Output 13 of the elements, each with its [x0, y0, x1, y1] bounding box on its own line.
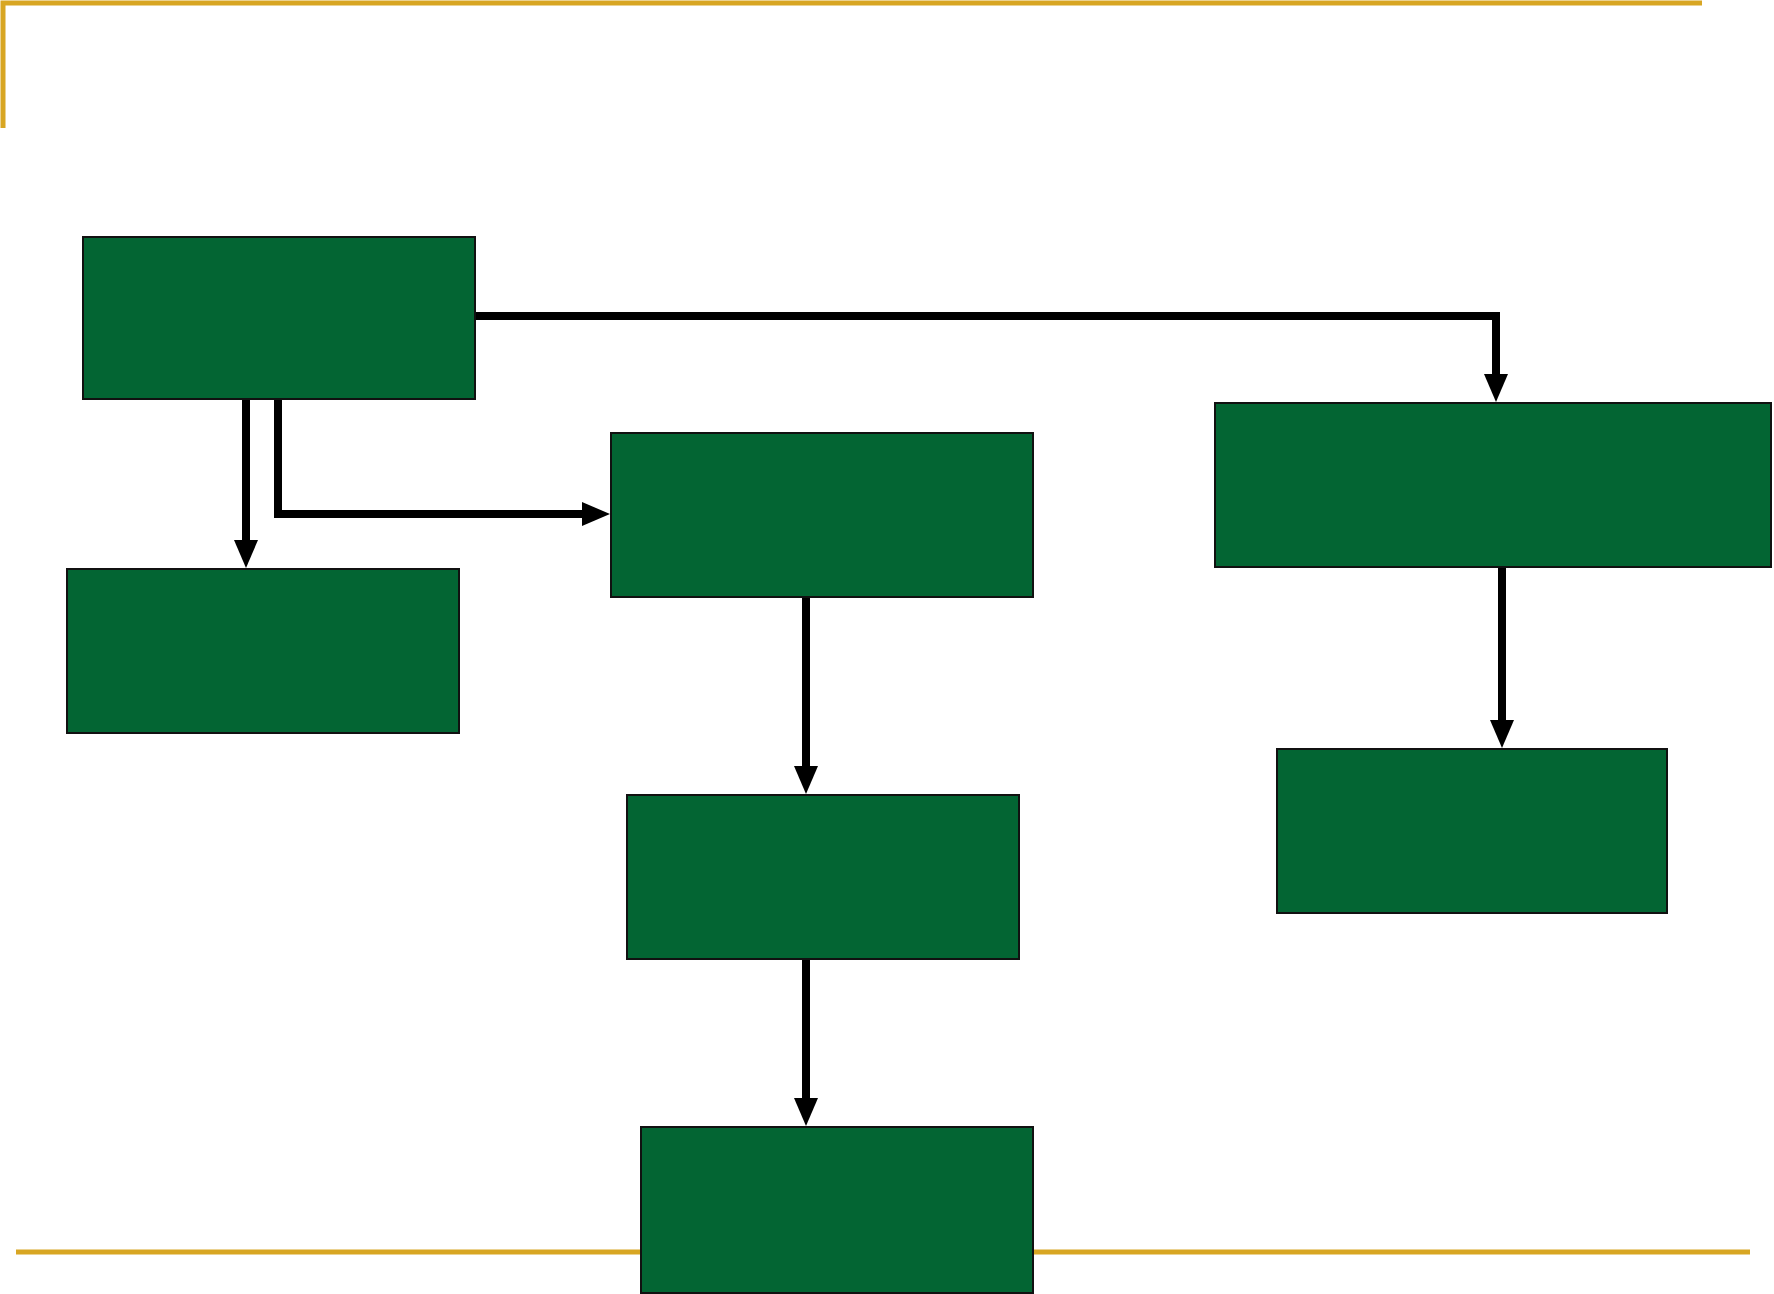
process-box — [640, 1126, 1034, 1294]
process-box — [626, 794, 1020, 960]
arrow — [476, 312, 1508, 402]
process-box — [610, 432, 1034, 598]
process-box — [1214, 402, 1772, 568]
arrow — [274, 400, 610, 526]
process-box — [1276, 748, 1668, 914]
process-box — [82, 236, 476, 400]
arrow — [1490, 568, 1514, 748]
process-box — [66, 568, 460, 734]
arrow — [794, 598, 818, 794]
arrow — [234, 400, 258, 568]
arrow — [794, 960, 818, 1126]
